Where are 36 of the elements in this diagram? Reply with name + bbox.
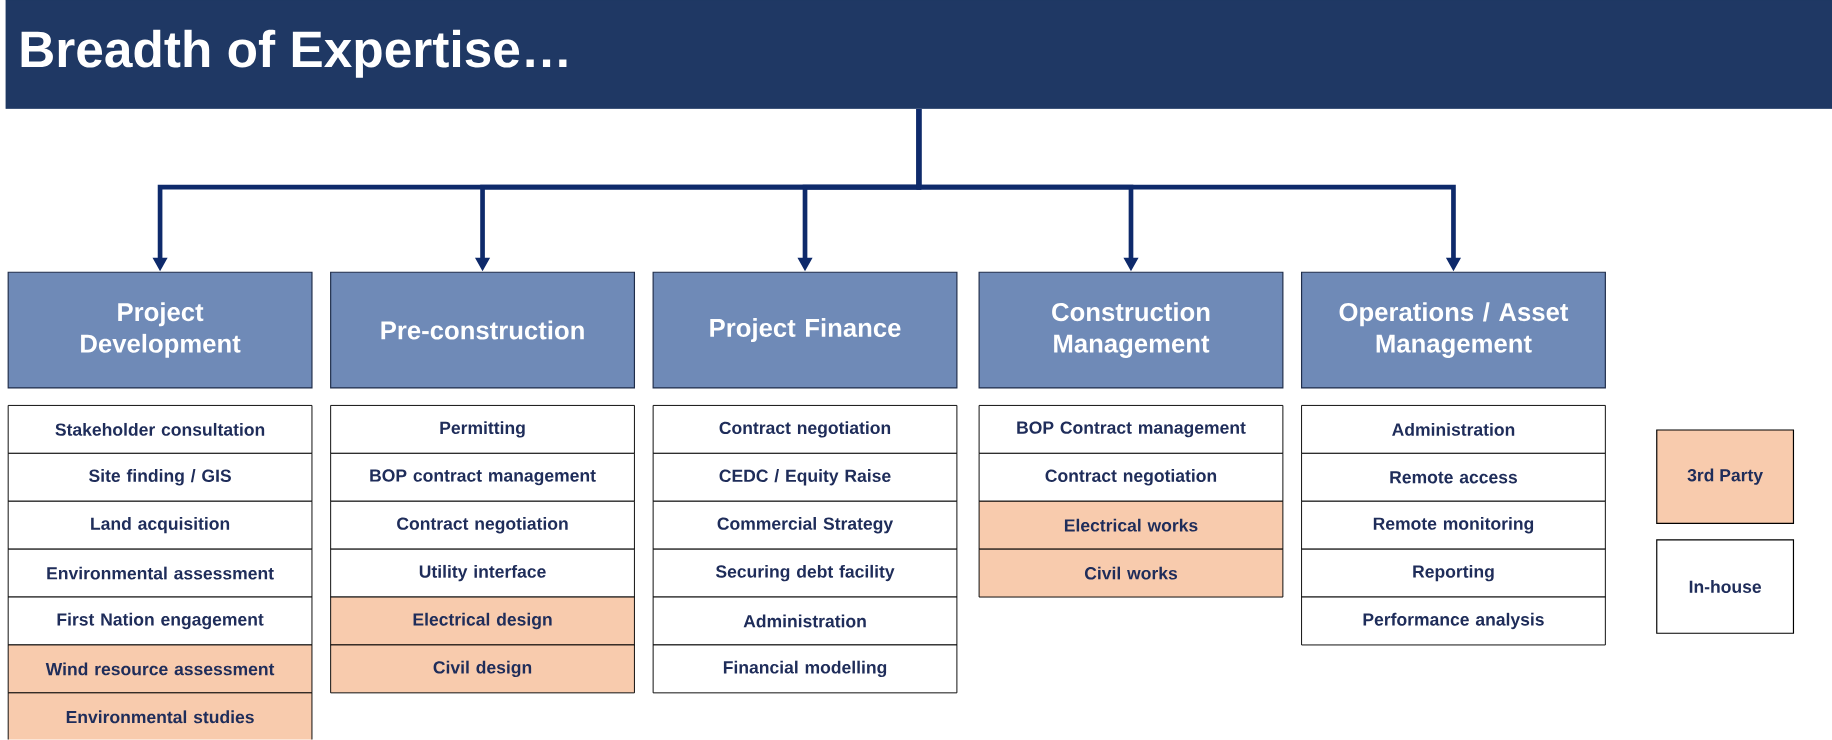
service-box: Electrical design xyxy=(330,596,635,646)
service-box: Contract negotiation xyxy=(330,500,635,550)
category-header: Construction Management xyxy=(978,271,1284,389)
service-box: Environmental studies xyxy=(7,692,313,740)
service-box: Environmental assessment xyxy=(7,548,313,598)
title-banner: Breadth of Expertise… xyxy=(5,0,1832,110)
service-box: CEDC / Equity Raise xyxy=(652,453,958,502)
service-box: Permitting xyxy=(330,405,635,454)
legend-label: In-house xyxy=(1689,580,1762,594)
category-header: Project Development xyxy=(7,271,313,389)
service-box: Electrical works xyxy=(978,500,1284,550)
service-box: Contract negotiation xyxy=(652,405,958,454)
service-box: Land acquisition xyxy=(7,500,313,550)
service-box: Administration xyxy=(652,596,958,646)
service-box: Remote monitoring xyxy=(1301,500,1606,550)
service-box: Utility interface xyxy=(330,548,635,598)
service-box: Site finding / GIS xyxy=(7,453,313,502)
service-box: BOP contract management xyxy=(330,453,635,502)
category-header: Project Finance xyxy=(652,271,958,389)
service-box: First Nation engagement xyxy=(7,596,313,646)
service-box: Stakeholder consultation xyxy=(7,405,313,454)
legend-label: 3rd Party xyxy=(1687,468,1763,486)
service-box: BOP Contract management xyxy=(978,405,1284,454)
service-box: Commercial Strategy xyxy=(652,500,958,550)
service-box: Administration xyxy=(1301,405,1606,454)
service-box: Financial modelling xyxy=(652,644,958,694)
service-box: Civil works xyxy=(978,548,1284,598)
service-box: Civil design xyxy=(330,644,635,694)
category-header: Operations / Asset Management xyxy=(1301,271,1606,389)
service-box: Reporting xyxy=(1301,548,1606,598)
service-box: Securing debt facility xyxy=(652,548,958,598)
category-header: Pre-construction xyxy=(330,271,635,389)
service-box: Performance analysis xyxy=(1301,596,1606,646)
service-box: Wind resource assessment xyxy=(7,644,313,694)
service-box: Remote access xyxy=(1301,453,1606,502)
service-box: Contract negotiation xyxy=(978,453,1284,502)
